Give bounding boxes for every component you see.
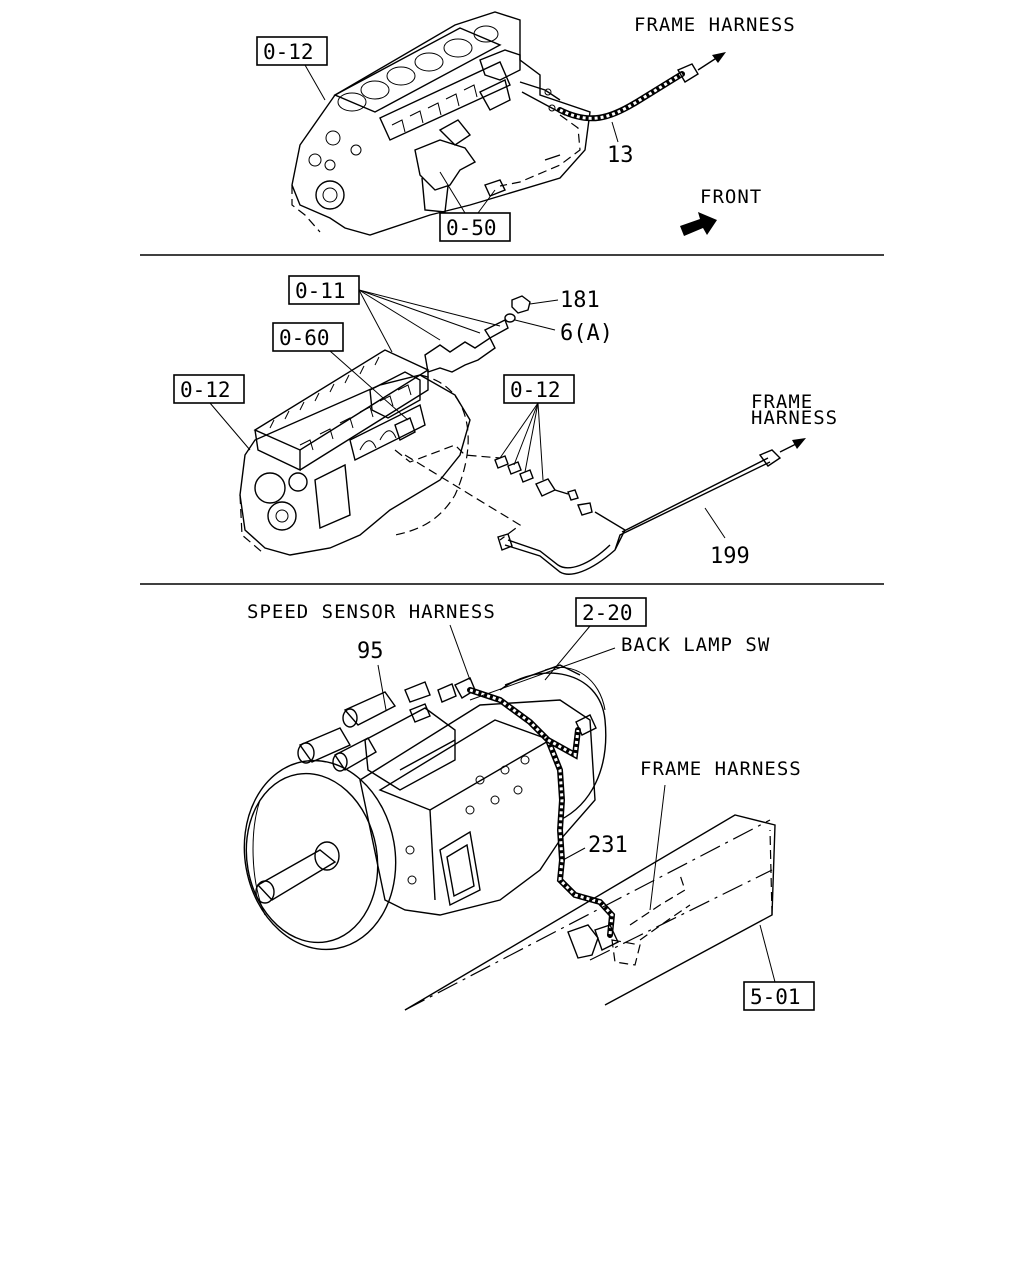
back-lamp-sw-label: BACK LAMP SW [621, 634, 770, 656]
part-95-label: 95 [357, 639, 384, 664]
ref-0-12-mid-right-leader-c [524, 402, 539, 473]
ref-0-50-leader-b [477, 189, 496, 214]
ref-box-0-50 [439, 212, 511, 242]
part-181-leader [529, 299, 559, 305]
part-199-label: 199 [710, 544, 750, 569]
ref-box-5-01 [743, 981, 815, 1011]
ref-0-12-mid-right-leader-a [499, 402, 539, 459]
ref-5-01-leader [759, 924, 776, 983]
harness-231-upper-connector [575, 714, 597, 736]
frame-connector [567, 924, 599, 959]
middle-section: 0-11 181 6(A) 0-60 0-12 0-12 [173, 275, 838, 575]
harness-199-end-connector [497, 533, 513, 551]
frame-harness-arrow-mid-head [792, 438, 806, 449]
ref-0-12-mid-left-leader [209, 402, 251, 451]
top-section: FRAME HARNESS 13 0-12 0-50 FRONT [256, 11, 796, 242]
ref-box-0-12-mid-right [503, 374, 575, 404]
frame-harness-arrow-top-line [697, 56, 719, 71]
ref-0-11-leader-c [358, 289, 481, 334]
part-6a-leader [514, 319, 556, 331]
ref-0-11: 0-11 [295, 279, 346, 303]
ref-0-12-mid-right-leader-b [513, 402, 539, 466]
ref-0-12-mid-right: 0-12 [510, 378, 561, 402]
ref-0-50: 0-50 [446, 216, 497, 240]
ref-0-60-leader [329, 350, 409, 421]
transmission-illustration [243, 664, 607, 951]
harness-199-line [504, 461, 771, 575]
washer-6a-shape [504, 313, 516, 323]
speed-sensor-harness-label: SPEED SENSOR HARNESS [247, 601, 496, 623]
front-arrow-icon [680, 212, 717, 236]
sensor-group [494, 455, 593, 516]
cover-gasket [424, 336, 496, 373]
ref-0-12-mid-left: 0-12 [180, 378, 231, 402]
back-lamp-switch [409, 703, 431, 723]
ref-0-11-leader-d [358, 289, 501, 327]
part-231-label: 231 [588, 833, 628, 858]
frame-harness-label-mid-1: FRAME [751, 391, 813, 413]
part-181-label: 181 [560, 288, 600, 313]
harness-199-dashed-route [394, 444, 501, 463]
frame-harness-label-mid-2: HARNESS [751, 407, 838, 429]
part-199-leader [704, 507, 726, 539]
ref-5-01: 5-01 [750, 985, 801, 1009]
ref-box-2-20 [575, 597, 647, 627]
back-lamp-sw-leader [469, 647, 616, 701]
nut-181-shape [511, 295, 531, 314]
ref-box-0-11 [288, 275, 360, 305]
frame-harness-bottom-leader [649, 784, 666, 911]
part-231-leader [562, 847, 586, 861]
ref-box-0-12-mid-left [173, 374, 245, 404]
ref-box-0-60 [272, 322, 344, 352]
frame-harness-label-top: FRAME HARNESS [634, 14, 796, 36]
harness-199-frame-connector [758, 449, 782, 467]
part-6a-label: 6(A) [560, 321, 613, 346]
ref-0-12-top: 0-12 [263, 40, 314, 64]
engine-side-illustration [239, 349, 471, 556]
harness-13-connector [676, 63, 699, 83]
part-13-label: 13 [607, 143, 634, 168]
part-95-leader [377, 664, 387, 711]
ref-box-0-12-top [256, 36, 328, 66]
harness-13-line [557, 71, 685, 122]
ref-2-20-leader [544, 625, 591, 681]
frame-rail [404, 814, 776, 1011]
ref-0-12-top-leader [304, 64, 326, 101]
ref-0-11-leader-b [358, 289, 441, 341]
ref-2-20: 2-20 [582, 601, 633, 625]
speed-sensor-harness-leader [449, 624, 471, 681]
cover-bolt [483, 319, 509, 339]
ref-0-60: 0-60 [279, 326, 330, 350]
frame-harness-arrow-top-head [712, 52, 726, 63]
ref-0-50-leader-a [439, 171, 466, 214]
bottom-section: SPEED SENSOR HARNESS 2-20 BACK LAMP SW 9… [243, 597, 815, 1011]
part-13-leader [611, 121, 619, 143]
engine-block-top-illustration [291, 11, 591, 236]
frame-harness-label-bottom: FRAME HARNESS [640, 758, 802, 780]
ref-0-12-mid-right-leader-d [537, 402, 544, 481]
ref-0-11-leader-a [358, 289, 393, 353]
front-label: FRONT [700, 186, 762, 208]
